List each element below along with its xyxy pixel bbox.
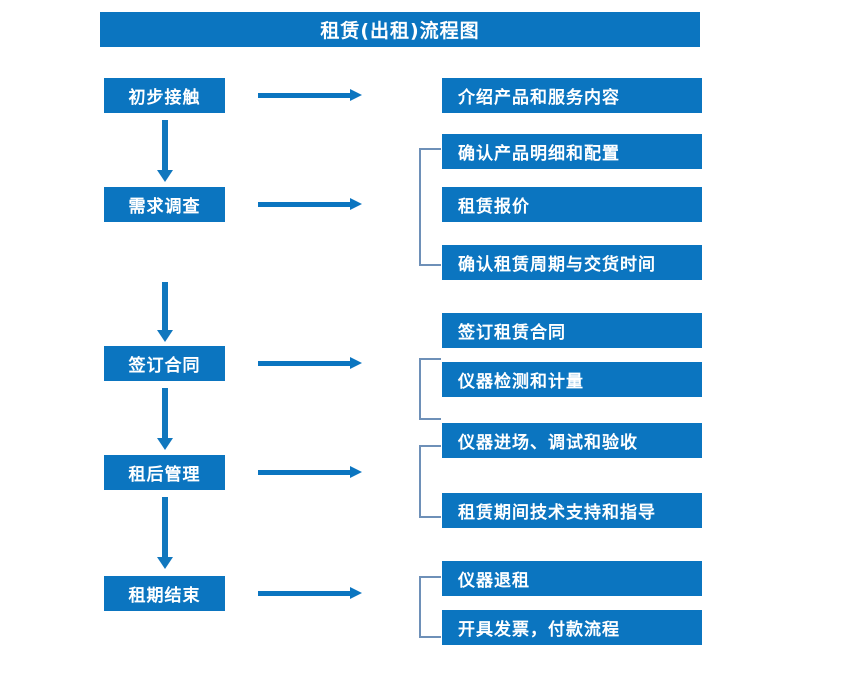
right-arrow-icon-5	[258, 587, 362, 599]
right-arrow-icon-1	[258, 89, 362, 101]
group-bracket-3	[419, 358, 441, 420]
stage-box-2[interactable]: 需求调查	[104, 187, 225, 222]
arrow-shaft	[258, 202, 352, 207]
arrow-shaft	[162, 120, 168, 171]
arrow-shaft	[258, 361, 352, 366]
stage-box-1[interactable]: 初步接触	[104, 78, 225, 113]
arrow-shaft	[258, 470, 352, 475]
detail-box-1[interactable]: 介绍产品和服务内容	[442, 78, 702, 113]
diagram-title: 租赁(出租)流程图	[100, 12, 700, 47]
arrow-head	[157, 438, 173, 450]
down-arrow-icon-3	[157, 388, 173, 450]
down-arrow-icon-1	[157, 120, 173, 182]
arrow-head	[350, 89, 362, 101]
detail-box-6[interactable]: 仪器检测和计量	[442, 362, 702, 397]
arrow-head	[350, 357, 362, 369]
detail-box-5[interactable]: 签订租赁合同	[442, 313, 702, 348]
detail-box-3[interactable]: 租赁报价	[442, 187, 702, 222]
arrow-shaft	[162, 388, 168, 439]
detail-box-2[interactable]: 确认产品明细和配置	[442, 134, 702, 169]
right-arrow-icon-3	[258, 357, 362, 369]
arrow-shaft	[258, 591, 352, 596]
right-arrow-icon-4	[258, 466, 362, 478]
stage-box-3[interactable]: 签订合同	[104, 346, 225, 381]
group-bracket-5	[419, 576, 441, 638]
arrow-head	[157, 330, 173, 342]
stage-box-5[interactable]: 租期结束	[104, 576, 225, 611]
stage-box-4[interactable]: 租后管理	[104, 455, 225, 490]
right-arrow-icon-2	[258, 198, 362, 210]
detail-box-9[interactable]: 仪器退租	[442, 561, 702, 596]
arrow-shaft	[258, 93, 352, 98]
detail-box-4[interactable]: 确认租赁周期与交货时间	[442, 245, 702, 280]
group-bracket-2	[419, 148, 441, 266]
down-arrow-icon-4	[157, 497, 173, 569]
arrow-head	[350, 587, 362, 599]
detail-box-10[interactable]: 开具发票，付款流程	[442, 610, 702, 645]
arrow-head	[157, 557, 173, 569]
group-bracket-4	[419, 445, 441, 518]
detail-box-7[interactable]: 仪器进场、调试和验收	[442, 423, 702, 458]
arrow-head	[350, 466, 362, 478]
arrow-shaft	[162, 497, 168, 558]
down-arrow-icon-2	[157, 282, 173, 342]
detail-box-8[interactable]: 租赁期间技术支持和指导	[442, 493, 702, 528]
arrow-shaft	[162, 282, 168, 331]
arrow-head	[157, 170, 173, 182]
arrow-head	[350, 198, 362, 210]
